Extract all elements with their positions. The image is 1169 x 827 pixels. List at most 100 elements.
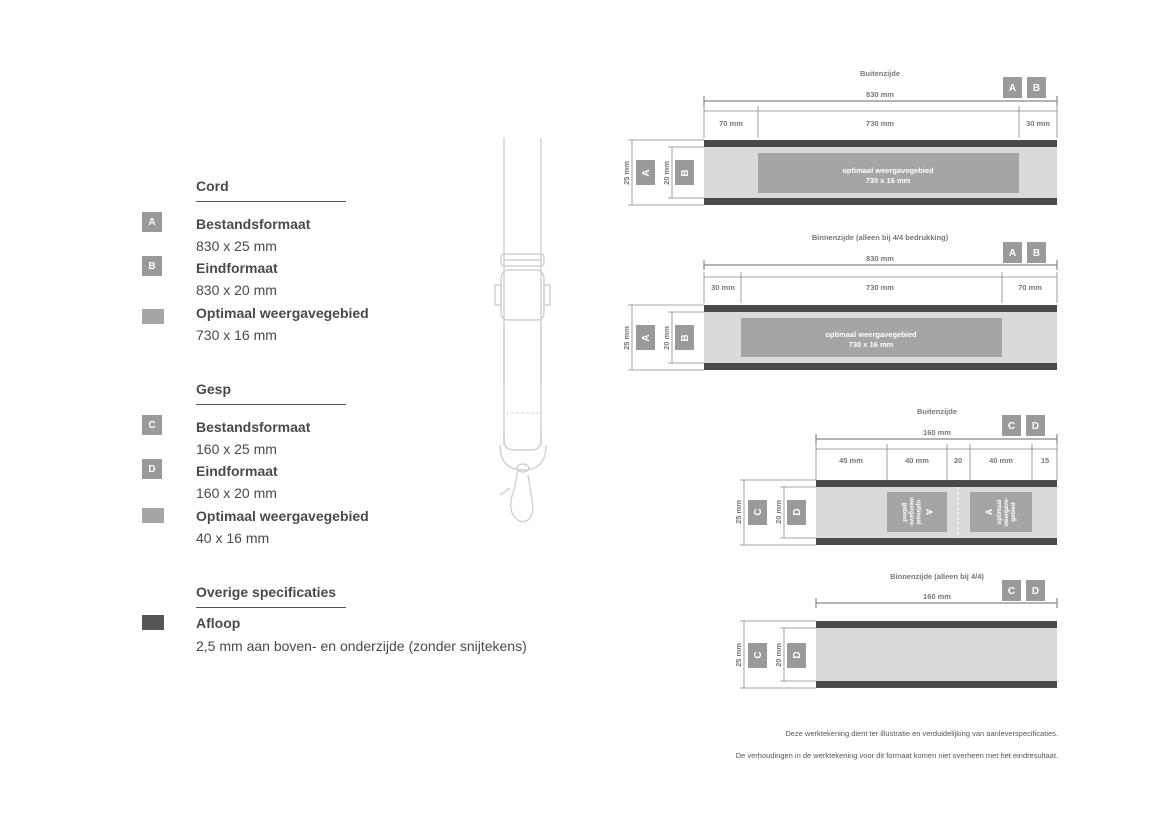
gesp-outside-total-dim-line <box>815 434 1058 444</box>
gesp-outside-right-line2: weergave- <box>1004 497 1010 527</box>
gesp-file-format-label: Bestandsformaat <box>196 419 311 435</box>
cord-outside-side-badge-b: B <box>680 169 691 176</box>
bleed-label: Afloop <box>196 615 241 631</box>
cord-inside-side-badge-a: A <box>641 334 652 341</box>
gesp-outside-seg-2: 40 mm <box>905 456 929 465</box>
gesp-section-title: Gesp <box>196 381 232 397</box>
gesp-section-rule <box>196 404 346 405</box>
gesp-outside-seg-4: 40 mm <box>989 456 1013 465</box>
cord-outside-badge-a-box <box>1003 77 1022 98</box>
gesp-outside-left-line2: weergave- <box>908 496 914 526</box>
gesp-inside-diagram: Binnenzijde (alleen bij 4/4) C D 160 mm … <box>734 572 1058 689</box>
cord-inside-seg-3: 70 mm <box>1018 283 1042 292</box>
cord-outside-side-badge-b-box <box>675 160 694 185</box>
gesp-outside-dim-d: 20 mm <box>774 500 783 524</box>
gesp-outside-left-line3: gebied <box>901 502 907 522</box>
cord-outside-seg-3: 30 mm <box>1026 119 1050 128</box>
gesp-outside-left-line1: optimaal <box>915 500 921 525</box>
cord-outside-bleed-top <box>704 140 1057 147</box>
gesp-inside-side-badge-d-box <box>787 643 806 668</box>
cord-outside-heading: Buitenzijde <box>860 69 900 78</box>
gesp-outside-bleed-top <box>816 480 1057 487</box>
cord-inside-badge-a: A <box>1009 248 1016 259</box>
gesp-outside-print-area-right <box>970 492 1032 532</box>
cord-file-format-value: 830 x 25 mm <box>196 238 277 254</box>
gesp-outside-left-letter: A <box>924 509 934 516</box>
gesp-inside-total-dim-line <box>815 598 1058 608</box>
cord-outside-dim-a: 25 mm <box>622 161 631 185</box>
cord-inside-area-title: optimaal weergavegebied <box>825 330 917 339</box>
gesp-outside-total: 160 mm <box>923 428 951 437</box>
gesp-inside-side-badge-c: C <box>753 651 764 658</box>
cord-inside-badge-b: B <box>1033 248 1040 259</box>
gesp-inside-badge-c: C <box>1008 586 1015 597</box>
gesp-print-area-swatch <box>142 508 164 523</box>
cord-inside-badge-a-box <box>1003 242 1022 263</box>
gesp-inside-dim-d: 20 mm <box>774 643 783 667</box>
gesp-inside-total: 160 mm <box>923 592 951 601</box>
gesp-inside-heading: Binnenzijde (alleen bij 4/4) <box>890 572 984 581</box>
cord-inside-side-badge-b: B <box>680 334 691 341</box>
cord-outside-area-title: optimaal weergavegebied <box>842 166 934 175</box>
badge-d: D <box>142 459 162 479</box>
lanyard-illustration <box>494 138 551 523</box>
gesp-outside-side-badge-d: D <box>792 508 803 515</box>
gesp-end-format-value: 160 x 20 mm <box>196 485 277 501</box>
gesp-outside-badge-c-box <box>1002 415 1021 436</box>
cord-file-format-label: Bestandsformaat <box>196 216 311 232</box>
cord-outside-total-dim-line <box>703 96 1058 106</box>
cord-outside-badge-b-box <box>1027 77 1046 98</box>
gesp-outside-diagram: Buitenzijde C D 160 mm 45 mm 40 mm 20 40… <box>734 407 1058 546</box>
cord-outside-dim-b: 20 mm <box>662 161 671 185</box>
gesp-end-format-label: Eindformaat <box>196 463 278 479</box>
gesp-outside-right-letter: A <box>984 508 994 515</box>
gesp-outside-area-left-text: A optimaal weergave- gebied <box>901 496 934 526</box>
gesp-outside-seg-1: 45 mm <box>839 456 863 465</box>
gesp-inside-side-badge-d: D <box>792 651 803 658</box>
gesp-inside-strip <box>816 628 1057 681</box>
gesp-outside-height-lines <box>740 479 816 546</box>
gesp-inside-badge-c-box <box>1002 580 1021 601</box>
cord-inside-dim-b: 20 mm <box>662 326 671 350</box>
cord-inside-side-badge-b-box <box>675 325 694 350</box>
badge-a: A <box>142 212 162 232</box>
cord-inside-print-area <box>741 318 1002 357</box>
cord-outside-badge-b: B <box>1033 83 1040 94</box>
cord-outside-height-lines <box>628 139 704 206</box>
cord-outside-badge-a: A <box>1009 83 1016 94</box>
cord-end-format-value: 830 x 20 mm <box>196 282 277 298</box>
gesp-outside-area-right-text: A optimaal weergave- gebied <box>984 497 1017 527</box>
cord-inside-side-badge-a-box <box>636 325 655 350</box>
cord-outside-print-area <box>758 153 1019 193</box>
footnote-proportions: De verhoudingen in de werktekening voor … <box>735 751 1058 760</box>
cord-inside-segment-lines <box>703 272 1058 303</box>
gesp-inside-bleed-bottom <box>816 681 1057 688</box>
gesp-outside-side-badge-c-box <box>748 500 767 525</box>
cord-inside-total: 830 mm <box>866 254 894 263</box>
cord-inside-height-lines <box>628 304 704 371</box>
cord-outside-seg-2: 730 mm <box>866 119 894 128</box>
gesp-outside-badge-d-box <box>1026 415 1045 436</box>
cord-outside-seg-1: 70 mm <box>719 119 743 128</box>
cord-outside-side-badge-a-box <box>636 160 655 185</box>
cord-inside-seg-1: 30 mm <box>711 283 735 292</box>
cord-inside-area-size: 730 x 16 mm <box>849 340 894 349</box>
gesp-inside-height-lines <box>740 620 816 689</box>
gesp-outside-dim-c: 25 mm <box>734 500 743 524</box>
badge-b: B <box>142 256 162 276</box>
bleed-swatch <box>142 615 164 630</box>
gesp-outside-right-line3: gebied <box>1011 502 1017 522</box>
gesp-outside-print-area-left <box>887 492 947 532</box>
cord-inside-dim-a: 25 mm <box>622 326 631 350</box>
gesp-print-area-value: 40 x 16 mm <box>196 530 270 546</box>
gesp-outside-segment-lines <box>815 444 1058 480</box>
cord-outside-total: 830 mm <box>866 90 894 99</box>
gesp-print-area-label: Optimaal weergavegebied <box>196 508 369 524</box>
badge-c: C <box>142 415 162 435</box>
cord-print-area-label: Optimaal weergavegebied <box>196 305 369 321</box>
gesp-outside-heading: Buitenzijde <box>917 407 957 416</box>
cord-print-area-value: 730 x 16 mm <box>196 327 277 343</box>
cord-inside-total-dim-line <box>703 260 1058 270</box>
cord-inside-seg-2: 730 mm <box>866 283 894 292</box>
cord-print-area-swatch <box>142 309 164 324</box>
